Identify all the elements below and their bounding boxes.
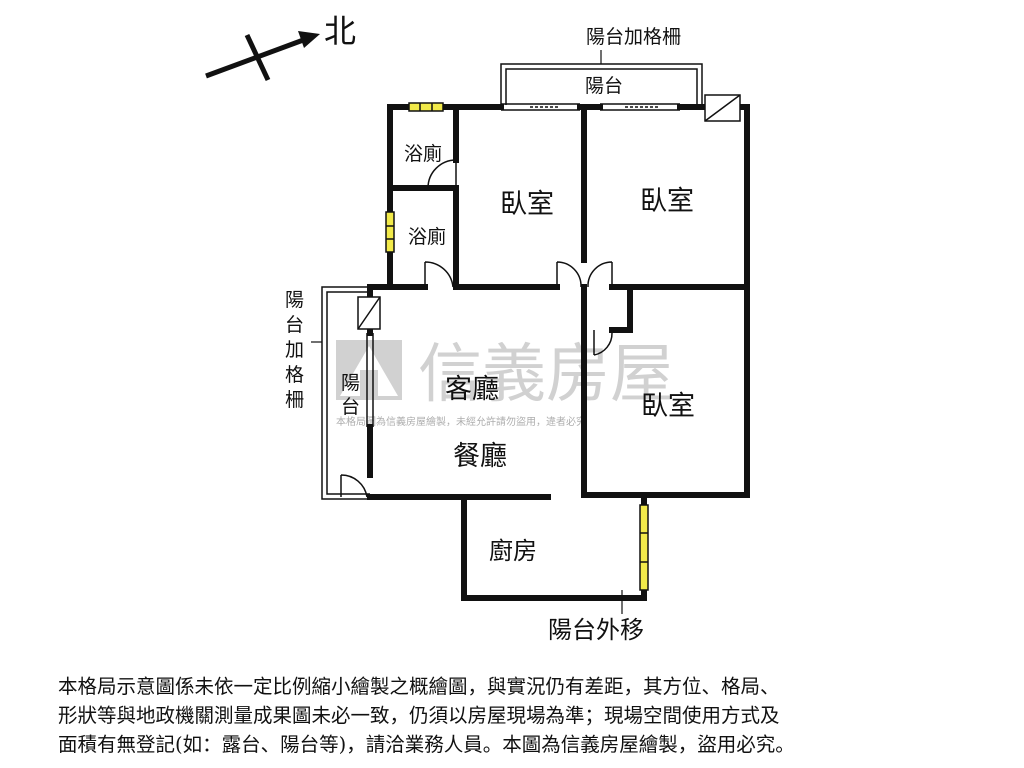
door-balcony-left: [340, 474, 368, 498]
watermark-brand: 信義房屋: [418, 338, 674, 412]
door-bath-2: [424, 261, 454, 288]
room-label-balcony-top: 陽台: [585, 75, 623, 97]
annotation-left-grille-char: 柵: [285, 389, 304, 411]
annotation-left-grille-char: 格: [285, 364, 304, 386]
room-label-balcony-left-1: 陽: [341, 372, 360, 394]
door-bedroom-2: [587, 261, 613, 288]
disclaimer-line: 面積有無登記(如：露台、陽台等)，請洽業務人員。本圖為信義房屋繪製，盜用必究。: [58, 733, 795, 756]
annotation-top-balcony-grille: 陽台加格柵: [586, 26, 681, 48]
window-top-bath: [408, 102, 444, 112]
watermark: 信義房屋 本格局圖為信義房屋繪製，未經允許請勿盜用，違者必究: [336, 338, 674, 428]
windows: [385, 102, 649, 591]
door-bedroom-1: [556, 261, 582, 288]
annotation-left-grille-char: 陽: [285, 289, 304, 311]
leader-lines: [311, 50, 623, 614]
room-label-bedroom-1: 臥室: [500, 189, 554, 220]
left-balcony: [321, 286, 370, 500]
room-label-bedroom-2: 臥室: [640, 186, 694, 217]
partition-lines: [366, 103, 680, 427]
north-label: 北: [324, 12, 356, 50]
annotation-left-grille-char: 台: [285, 314, 304, 336]
annotation-kitchen-balcony-moved: 陽台外移: [548, 616, 644, 644]
north-arrow: 北: [205, 12, 356, 82]
room-label-living: 客廳: [445, 374, 499, 405]
annotation-left-grille: 陽 台 加 格 柵: [285, 289, 304, 411]
annotation-left-grille-char: 加: [285, 339, 304, 361]
room-label-bath-1: 浴廁: [404, 142, 442, 165]
doors: [340, 159, 613, 498]
disclaimer: 本格局示意圖係未依一定比例縮小繪製之概繪圖，與實況仍有差距，其方位、格局、 形狀…: [58, 672, 978, 759]
door-bedroom-3: [593, 330, 613, 356]
door-bath-1: [427, 159, 457, 189]
disclaimer-line: 形狀等與地政機關測量成果圖未必一致，仍須以房屋現場為準；現場空間使用方式及: [58, 704, 780, 727]
walls: [367, 104, 750, 601]
window-left-bath: [385, 211, 395, 253]
disclaimer-line: 本格局示意圖係未依一定比例縮小繪製之概繪圖，與實況仍有差距，其方位、格局、: [58, 675, 780, 698]
room-label-balcony-left-2: 台: [341, 396, 360, 418]
room-label-kitchen: 廚房: [489, 537, 537, 565]
equipment: [357, 94, 741, 330]
room-label-dining: 餐廳: [453, 441, 507, 472]
window-kitchen: [639, 504, 649, 591]
watermark-notice: 本格局圖為信義房屋繪製，未經允許請勿盜用，違者必究: [336, 415, 586, 428]
room-label-bedroom-3: 臥室: [641, 391, 695, 422]
room-label-bath-2: 浴廁: [408, 225, 446, 248]
